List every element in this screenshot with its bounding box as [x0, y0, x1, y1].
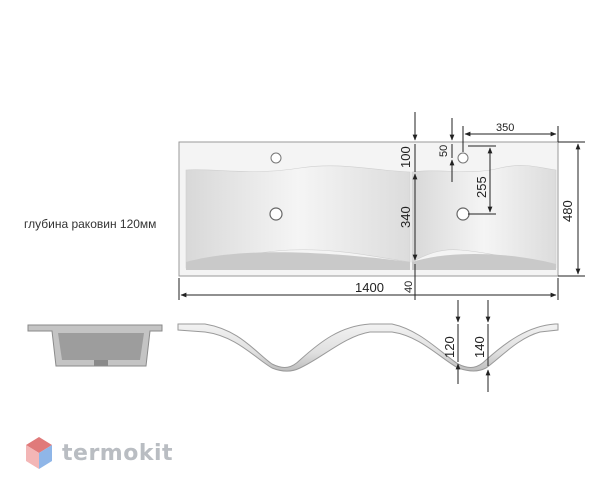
drain-left — [269, 207, 283, 221]
dim-tap-hole-offset: 50 — [438, 145, 450, 157]
dim-bowl-depth: 120 — [442, 336, 457, 358]
sink-front-profile — [177, 323, 559, 372]
dim-tap-hole-spacing: 350 — [496, 122, 514, 134]
drain-right — [456, 207, 470, 221]
dim-bowl-depth-top: 340 — [398, 206, 413, 228]
sink-side-profile — [27, 324, 163, 367]
tap-hole-right — [457, 152, 469, 164]
brand-name: termokit — [62, 440, 174, 466]
tap-hole-left — [270, 152, 282, 164]
dimension-lines — [178, 112, 585, 300]
dim-depth: 480 — [560, 200, 575, 222]
brand-logo: termokit — [24, 436, 173, 470]
sink-top-view — [178, 141, 559, 277]
dim-drain-offset: 255 — [474, 176, 489, 198]
termokit-logo-icon — [26, 437, 52, 469]
dim-bowl-depth-total: 140 — [472, 336, 487, 358]
profile-dimension-lines — [455, 300, 491, 392]
dim-back-to-tap: 100 — [398, 146, 413, 168]
dim-overall-width: 1400 — [355, 280, 384, 295]
basin-depth-note: глубина раковин 120мм — [24, 217, 157, 231]
dim-front-edge: 40 — [403, 281, 415, 293]
